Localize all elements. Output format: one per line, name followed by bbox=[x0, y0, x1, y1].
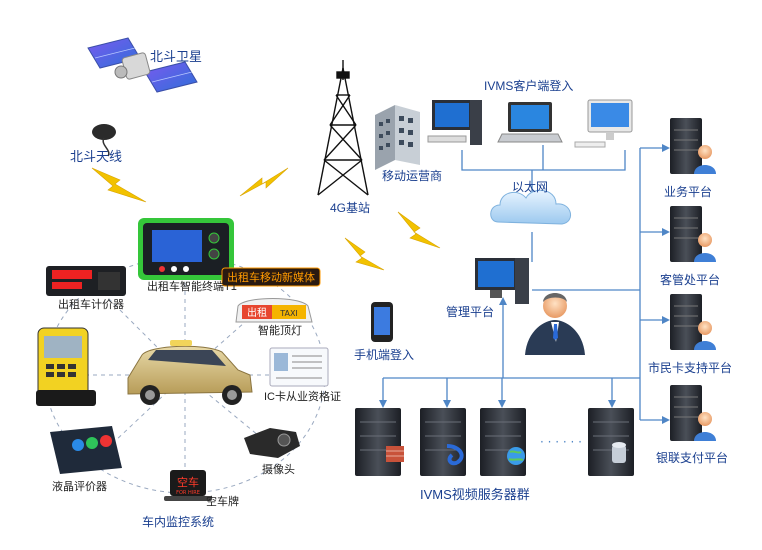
satellite-icon bbox=[87, 37, 198, 93]
label-smart-top-light: 智能顶灯 bbox=[258, 325, 302, 337]
label-taxi-smart-terminal: 出租车智能终端T1 bbox=[147, 281, 237, 293]
label-beidou-antenna: 北斗天线 bbox=[70, 149, 123, 164]
label-ivms-client-login: IVMS客户端登入 bbox=[484, 79, 574, 93]
cell-tower-icon bbox=[317, 60, 369, 196]
server-user-icon-unionpay bbox=[670, 385, 716, 441]
camera-device bbox=[244, 428, 300, 458]
label-lcd-evaluator: 液晶评价器 bbox=[52, 481, 107, 493]
taxi-top-light: 出租 TAXI bbox=[235, 298, 313, 323]
label-citizen-card-platform: 市民卡支持平台 bbox=[648, 361, 733, 375]
video-server-icon-4 bbox=[588, 408, 634, 476]
server-user-icon-business bbox=[670, 118, 716, 174]
label-taxi-meter: 出租车计价器 bbox=[58, 299, 124, 311]
label-camera: 摄像头 bbox=[262, 464, 295, 476]
video-server-icon-1 bbox=[355, 408, 404, 476]
label-mobile-login: 手机端登入 bbox=[354, 348, 415, 362]
vacant-sign-sub: FOR HIRE bbox=[176, 490, 200, 496]
label-management-platform: 管理平台 bbox=[446, 305, 495, 319]
top-light-sub: TAXI bbox=[279, 309, 298, 318]
gps-antenna-icon bbox=[92, 124, 116, 157]
desktop-computer-icon bbox=[427, 100, 482, 145]
signal-bolts bbox=[91, 167, 441, 271]
management-computer-icon bbox=[475, 258, 529, 304]
server-user-icon-customer bbox=[670, 206, 716, 262]
lcd-evaluator-device bbox=[50, 426, 122, 474]
label-beidou-satellite: 北斗卫星 bbox=[150, 49, 203, 64]
vacant-sign-text: 空车 bbox=[177, 475, 199, 489]
video-server-icon-2 bbox=[420, 408, 466, 476]
card-reader-device bbox=[36, 327, 96, 406]
server-ellipsis: · · · · · · bbox=[540, 435, 582, 449]
server-user-icon-citizen bbox=[670, 294, 716, 350]
top-light-text: 出租 bbox=[247, 306, 267, 319]
video-server-icon-3 bbox=[480, 408, 526, 476]
label-ivms-video-servers: IVMS视频服务器群 bbox=[420, 487, 530, 502]
taxi-smart-terminal-device bbox=[138, 218, 234, 280]
label-business-platform: 业务平台 bbox=[664, 185, 713, 199]
label-vacant-sign: 空车牌 bbox=[206, 496, 239, 508]
id-card-image bbox=[269, 347, 329, 387]
laptop-icon bbox=[497, 102, 563, 143]
led-roof-sign: 出租车移动新媒体 bbox=[221, 267, 321, 287]
led-sign-text: 出租车移动新媒体 bbox=[227, 270, 315, 284]
label-in-vehicle-monitoring: 车内监控系统 bbox=[142, 515, 215, 529]
arrowheads bbox=[379, 144, 670, 424]
label-ethernet: 以太网 bbox=[512, 180, 549, 194]
cloud-icon bbox=[490, 189, 571, 225]
label-mobile-operator: 移动运营商 bbox=[382, 169, 443, 183]
smartphone-icon bbox=[371, 302, 393, 342]
person-icon bbox=[525, 293, 585, 355]
taxi-meter-device bbox=[46, 266, 126, 296]
label-customer-service-platform: 客管处平台 bbox=[660, 273, 721, 287]
monitor-icon bbox=[574, 99, 633, 148]
taxi-car-image bbox=[127, 340, 253, 405]
building-icon bbox=[375, 105, 420, 170]
label-ic-card: IC卡从业资格证 bbox=[264, 391, 341, 403]
label-4g-base-station: 4G基站 bbox=[330, 201, 371, 215]
vacant-sign-device: 空车 FOR HIRE bbox=[164, 470, 212, 501]
label-unionpay-platform: 银联支付平台 bbox=[656, 451, 729, 465]
